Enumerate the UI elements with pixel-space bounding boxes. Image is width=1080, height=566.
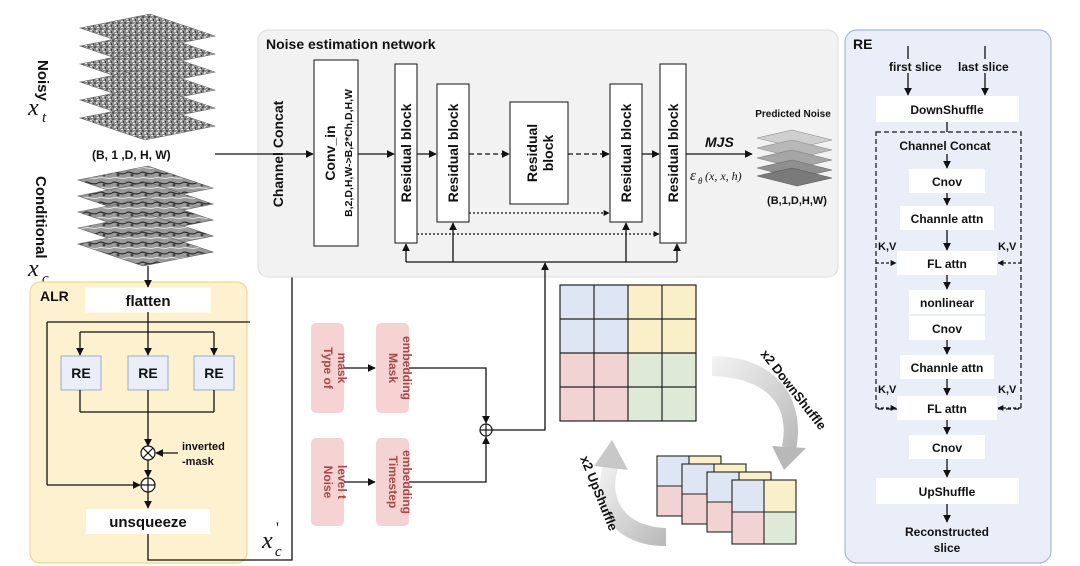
predicted-noise-stack — [756, 129, 833, 187]
fl-attn-box-1 — [897, 251, 997, 275]
inverted-mask-label-2: -mask — [182, 456, 215, 468]
noisy-input-stack — [78, 13, 217, 141]
nonlinear-label: nonlinear — [920, 296, 974, 310]
alr-title: ALR — [40, 288, 69, 304]
alr-re-label-2: RE — [138, 365, 157, 381]
epsilon-subscript: θ — [698, 176, 703, 186]
noisy-label: Noisy — [34, 60, 51, 102]
reconstructed-slice-label-2: slice — [934, 541, 961, 555]
timestep-embedding-box — [376, 438, 409, 526]
noise-level-label-1: Noise — [321, 466, 335, 499]
residual-block-mid-label-1: Residual — [524, 124, 540, 182]
noise-level-box — [311, 438, 344, 526]
flatten-label: flatten — [126, 293, 171, 310]
unsqueeze-box — [86, 509, 210, 534]
mask-embedding-label-2: embedding — [400, 336, 414, 400]
xc-prime-var: x — [261, 528, 273, 554]
reconstructed-slice-label-1: Reconstructed — [905, 525, 989, 539]
xc-prime-mark: ' — [276, 520, 279, 537]
flatten-box — [85, 287, 211, 313]
channel-concat-label: Channel Concat — [270, 100, 286, 207]
cnov-box-2 — [909, 316, 985, 340]
cnov-label-3: Cnov — [932, 441, 962, 455]
timestep-embedding-label-2: embedding — [400, 450, 414, 514]
re-channel-concat-label: Channel Concat — [899, 139, 990, 153]
cnov-label-1: Cnov — [932, 175, 962, 189]
conditional-label: Conditional — [32, 176, 49, 259]
shuffle-grid-large — [559, 284, 697, 422]
residual-block-2-label: Residual block — [445, 103, 461, 202]
cnov-label-2: Cnov — [932, 322, 962, 336]
mask-embedding-label-1: Mask — [386, 353, 400, 383]
kv-label-1: K,V — [878, 241, 897, 253]
type-of-mask-label-1: Type of — [321, 347, 335, 390]
alr-panel — [29, 281, 248, 564]
epsilon-symbol: ε — [690, 168, 696, 184]
inverted-mask-label-1: inverted — [182, 441, 225, 453]
noisy-var: x — [27, 95, 39, 121]
residual-block-5-label: Residual block — [665, 103, 681, 202]
residual-block-5 — [659, 63, 687, 244]
residual-block-2 — [436, 83, 470, 223]
upshuffle-label-re: UpShuffle — [919, 485, 976, 499]
input-shape-label: (B, 1 ,D, H, W) — [92, 148, 171, 162]
output-shape-label: (B,1,D,H,W) — [767, 195, 827, 207]
conditional-input-stack — [76, 165, 215, 267]
conditional-sub: c — [42, 271, 49, 287]
channle-attn-box-2 — [900, 355, 994, 379]
kv-label-4: K,V — [998, 384, 1017, 396]
unsqueeze-label: unsqueeze — [109, 514, 187, 531]
fl-attn-label-1: FL attn — [927, 257, 967, 271]
epsilon-args: (x, x, h) — [705, 169, 742, 183]
channle-attn-label-2: Channle attn — [911, 361, 984, 375]
channle-attn-label-1: Channle attn — [911, 212, 984, 226]
alr-re-label-1: RE — [71, 365, 90, 381]
xc-prime-sub: c — [275, 544, 282, 560]
conv-in-box — [313, 59, 359, 247]
conditional-var: x — [27, 256, 39, 282]
timestep-embedding-label-1: Timestep — [386, 456, 400, 508]
embedding-add-icon — [479, 423, 493, 437]
type-of-mask-box — [311, 323, 344, 413]
channle-attn-box-1 — [900, 206, 994, 230]
kv-label-3: K,V — [878, 384, 897, 396]
conv-in-shape: B,2,D,H,W->B,2*Ch,D,H,W — [343, 89, 355, 217]
alr-re-label-3: RE — [204, 365, 223, 381]
upshuffle-arrow-icon — [594, 440, 666, 546]
shuffle-grid-stack — [656, 455, 797, 545]
residual-block-4 — [609, 83, 643, 223]
downshuffle-box — [876, 96, 1019, 122]
fl-attn-box-2 — [897, 396, 997, 420]
re-panel-title: RE — [853, 36, 872, 52]
residual-block-mid-label-2: block — [540, 135, 556, 172]
predicted-noise-label: Predicted Noise — [755, 109, 831, 120]
first-slice-label: first slice — [889, 60, 942, 74]
cnov-box-1 — [909, 169, 985, 193]
residual-block-mid — [509, 101, 569, 205]
add-icon — [140, 477, 156, 493]
fl-attn-label-2: FL attn — [927, 402, 967, 416]
downshuffle-arrow-icon — [712, 356, 806, 470]
multiply-icon — [140, 445, 156, 461]
residual-block-1-label: Residual block — [398, 103, 414, 202]
residual-block-4-label: Residual block — [618, 103, 634, 202]
last-slice-label: last slice — [958, 60, 1009, 74]
kv-label-2: K,V — [998, 241, 1017, 253]
conv-in-label: Conv_in — [322, 125, 338, 180]
noise-level-label-2: level t — [335, 465, 349, 499]
upshuffle-box — [876, 478, 1019, 504]
alr-re-box-2 — [127, 355, 169, 391]
noise-net-title: Noise estimation network — [266, 36, 436, 52]
noisy-sub: t — [42, 110, 47, 126]
alr-re-box-1 — [60, 355, 102, 391]
mask-embedding-box — [376, 323, 409, 413]
mjs-label: MJS — [705, 134, 734, 150]
channel-concat-dashed-box — [875, 131, 1022, 410]
cnov-box-3 — [909, 435, 985, 459]
downshuffle-label-re: DownShuffle — [910, 103, 984, 117]
type-of-mask-label-2: mask — [335, 353, 349, 384]
nonlinear-box — [909, 290, 985, 314]
